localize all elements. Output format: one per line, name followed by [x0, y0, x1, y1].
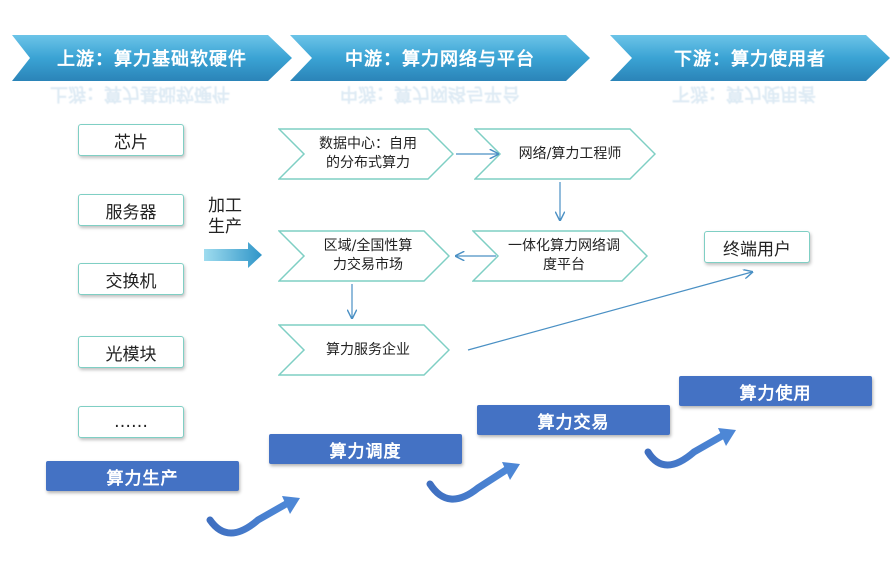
header-downstream: 下游：算力使用者	[610, 35, 890, 81]
header-upstream: 上游：算力基础软硬件	[12, 35, 292, 81]
process-arrow-icon	[204, 242, 262, 268]
upstream-item-more: ……	[78, 406, 184, 438]
integrated-platform-label: 一体化算力网络调度平台	[508, 238, 620, 273]
regional-market-box: 区域/全国性算力交易市场	[278, 230, 450, 282]
upstream-item-server: 服务器	[78, 194, 184, 226]
data-center-label: 数据中心：自用的分布式算力	[319, 136, 417, 171]
stage-trading: 算力交易	[477, 405, 670, 435]
upstream-item-chip: 芯片	[78, 124, 184, 156]
end-user-box: 终端用户	[704, 231, 810, 263]
stage-usage: 算力使用	[679, 376, 872, 406]
header-upstream-label: 上游：算力基础软硬件	[57, 49, 247, 70]
data-center-box: 数据中心：自用的分布式算力	[278, 128, 454, 180]
chevron-shape	[290, 35, 590, 81]
stage-production: 算力生产	[46, 461, 239, 491]
service-company-box: 算力服务企业	[278, 324, 450, 376]
header-midstream: 中游：算力网络与平台	[290, 35, 590, 81]
header-downstream-label: 下游：算力使用者	[674, 49, 826, 70]
network-engineer-label: 网络/算力工程师	[518, 145, 622, 162]
header-midstream-label: 中游：算力网络与平台	[345, 49, 535, 70]
regional-market-label: 区域/全国性算力交易市场	[323, 238, 413, 273]
chevron-shape	[610, 35, 890, 81]
chevron-shape	[12, 35, 292, 81]
service-company-label: 算力服务企业	[326, 341, 410, 358]
upstream-item-optical-module: 光模块	[78, 336, 184, 368]
integrated-platform-box: 一体化算力网络调度平台	[472, 230, 648, 282]
stage-arrow-icon	[206, 432, 726, 537]
arrow-service-to-enduser	[467, 272, 752, 351]
stage-arrowheads	[282, 428, 736, 514]
network-engineer-box: 网络/算力工程师	[474, 128, 656, 180]
stage-scheduling: 算力调度	[269, 434, 462, 464]
process-label: 加工生产	[208, 196, 242, 237]
upstream-item-switch: 交换机	[78, 263, 184, 295]
